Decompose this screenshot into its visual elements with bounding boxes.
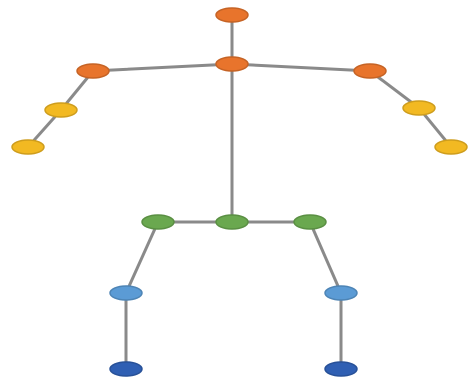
joint-mid-hip	[216, 215, 248, 229]
joint-left-knee	[110, 286, 142, 300]
bone-right-hip-to-right-knee	[310, 222, 341, 293]
joint-right-elbow	[403, 101, 435, 115]
joint-left-ankle	[110, 362, 142, 376]
joints-layer	[12, 8, 467, 376]
joint-head	[216, 8, 248, 22]
bone-left-hip-to-left-knee	[126, 222, 158, 293]
joint-left-hip	[142, 215, 174, 229]
joint-right-knee	[325, 286, 357, 300]
joint-left-elbow	[45, 103, 77, 117]
joint-neck	[216, 57, 248, 71]
joint-right-shoulder	[354, 64, 386, 78]
joint-right-hip	[294, 215, 326, 229]
joint-left-shoulder	[77, 64, 109, 78]
joint-left-wrist	[12, 140, 44, 154]
bone-neck-to-left-shoulder	[93, 64, 232, 71]
joint-right-wrist	[435, 140, 467, 154]
joint-right-ankle	[325, 362, 357, 376]
bone-neck-to-right-shoulder	[232, 64, 370, 71]
